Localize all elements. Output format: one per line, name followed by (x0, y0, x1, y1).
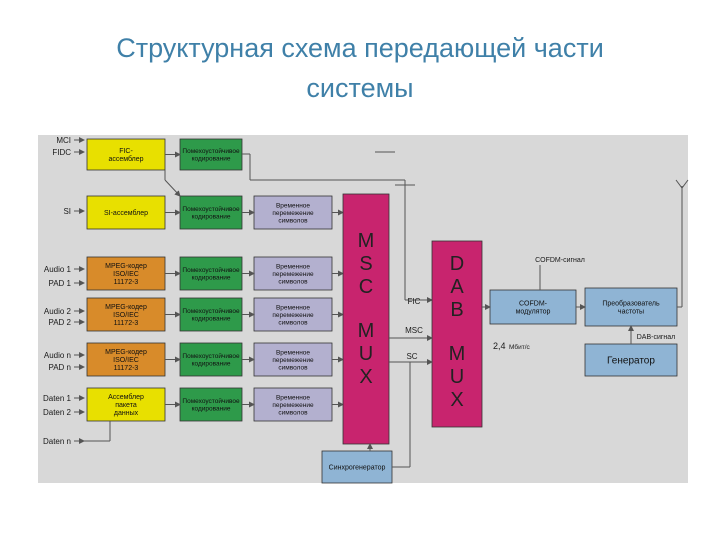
block-fic-assembler: FIC-ассемблер (86, 138, 166, 171)
block-cofdm-modulator: COFDM-модулятор (489, 289, 577, 325)
block-sync-generator-label: Синхрогенератор (329, 464, 386, 471)
slide-title: Структурная схема передающей части систе… (0, 28, 720, 108)
signal-fic: FIC (408, 297, 421, 306)
antenna-icon (675, 179, 689, 189)
block-si-assembler: SI-ассемблер (86, 195, 166, 230)
input-label-10: Daten 1 (43, 394, 72, 403)
signal-sc: SC (406, 352, 417, 361)
input-label-8: Audio n (44, 351, 71, 360)
input-label-11: Daten 2 (43, 408, 72, 417)
input-label-3: SI (63, 207, 71, 216)
slide-title-line1: Структурная схема передающей части (116, 33, 604, 63)
signal-dab: DAB-сигнал (637, 334, 676, 341)
input-label-9: PAD n (48, 363, 71, 372)
block-fic-assembler-label: FIC-ассемблер (108, 148, 143, 163)
slide-title-line2: системы (306, 73, 414, 103)
signal-rate: 2,4 (493, 341, 506, 351)
input-label-1: MCI (56, 136, 71, 145)
block-si-assembler-label: SI-ассемблер (104, 209, 148, 217)
input-label-7: PAD 2 (48, 318, 71, 327)
input-label-12: Daten n (43, 437, 71, 446)
input-label-2: FIDC (52, 148, 71, 157)
block-generator: Генератор (584, 343, 678, 377)
connector-line (164, 179, 181, 197)
signal-rate-unit: Мбит/с (509, 343, 531, 351)
input-label-6: Audio 2 (44, 307, 72, 316)
block-generator-label: Генератор (607, 356, 655, 367)
block-cofdm-modulator-label: COFDM-модулятор (516, 300, 551, 315)
input-label-4: Audio 1 (44, 265, 72, 274)
input-label-5: PAD 1 (48, 279, 71, 288)
signal-cofdm: COFDM-сигнал (535, 257, 585, 264)
signal-msc: MSC (405, 326, 423, 335)
block-sync-generator: Синхрогенератор (321, 450, 393, 484)
